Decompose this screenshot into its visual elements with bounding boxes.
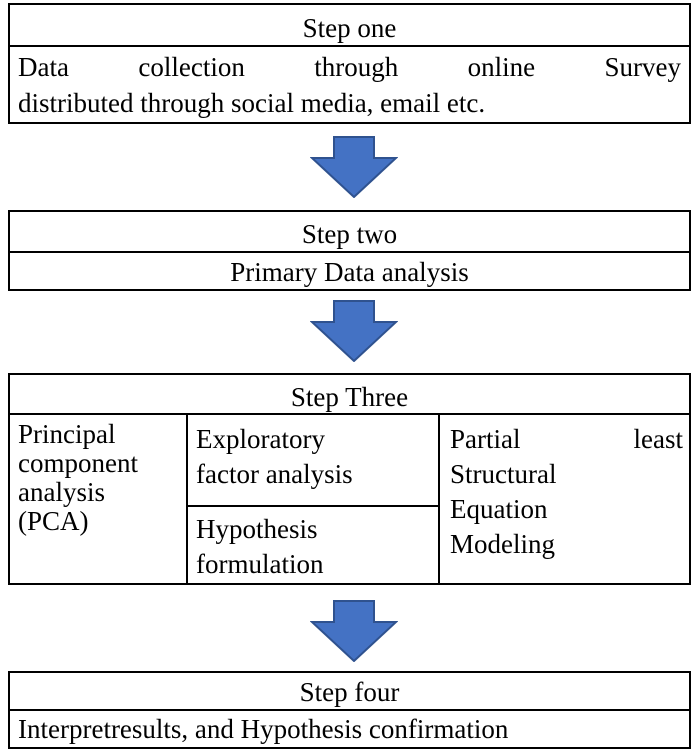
step-one-line-1: Data collection through online Survey bbox=[18, 51, 681, 83]
step-one-line-2: distributed through social media, email … bbox=[18, 88, 486, 118]
word: collection bbox=[138, 52, 245, 82]
step-four-body: Interpretresults, and Hypothesis confirm… bbox=[18, 714, 509, 744]
pca-line: component bbox=[18, 448, 138, 478]
pls-sem-cell: Partial least Structural Equation Modeli… bbox=[450, 422, 683, 562]
step-four-title: Step four bbox=[299, 677, 400, 707]
divider bbox=[10, 251, 689, 253]
step-two-title: Step two bbox=[301, 219, 398, 249]
hypothesis-cell: Hypothesis formulation bbox=[196, 512, 436, 582]
word: through bbox=[314, 52, 399, 82]
divider bbox=[10, 45, 689, 47]
cell-divider bbox=[186, 505, 438, 507]
column-divider bbox=[186, 413, 188, 583]
pls-line: Equation bbox=[450, 494, 548, 524]
pca-line: (PCA) bbox=[18, 506, 89, 536]
pca-line: analysis bbox=[18, 477, 105, 507]
word: least bbox=[633, 424, 683, 454]
pca-cell: Principal component analysis (PCA) bbox=[18, 420, 184, 536]
efa-line: factor analysis bbox=[196, 459, 353, 489]
efa-line: Exploratory bbox=[196, 424, 325, 454]
step-two-body: Primary Data analysis bbox=[230, 257, 469, 287]
step-three-title: Step Three bbox=[290, 382, 409, 412]
step-four-box: Step four Interpretresults, and Hypothes… bbox=[8, 671, 691, 749]
step-one-title: Step one bbox=[302, 13, 397, 43]
step-three-box: Step Three Principal component analysis … bbox=[8, 373, 691, 585]
word: Data bbox=[18, 52, 69, 82]
hypothesis-line: formulation bbox=[196, 549, 324, 579]
pls-line: Modeling bbox=[450, 529, 555, 559]
step-two-box: Step two Primary Data analysis bbox=[8, 210, 691, 291]
divider bbox=[10, 709, 689, 711]
word: online bbox=[467, 52, 536, 82]
down-arrow-icon bbox=[310, 136, 398, 198]
divider bbox=[10, 413, 689, 415]
down-arrow-icon bbox=[310, 300, 398, 362]
step-one-box: Step one Data collection through online … bbox=[8, 3, 691, 124]
efa-cell: Exploratory factor analysis bbox=[196, 422, 436, 492]
pls-line: Structural bbox=[450, 459, 557, 489]
hypothesis-line: Hypothesis bbox=[196, 514, 318, 544]
down-arrow-icon bbox=[310, 600, 398, 662]
pca-line: Principal bbox=[18, 419, 116, 449]
pls-line: Partial least bbox=[450, 422, 683, 457]
word: Survey bbox=[604, 52, 682, 82]
word: Partial bbox=[450, 424, 521, 454]
column-divider bbox=[438, 413, 440, 583]
